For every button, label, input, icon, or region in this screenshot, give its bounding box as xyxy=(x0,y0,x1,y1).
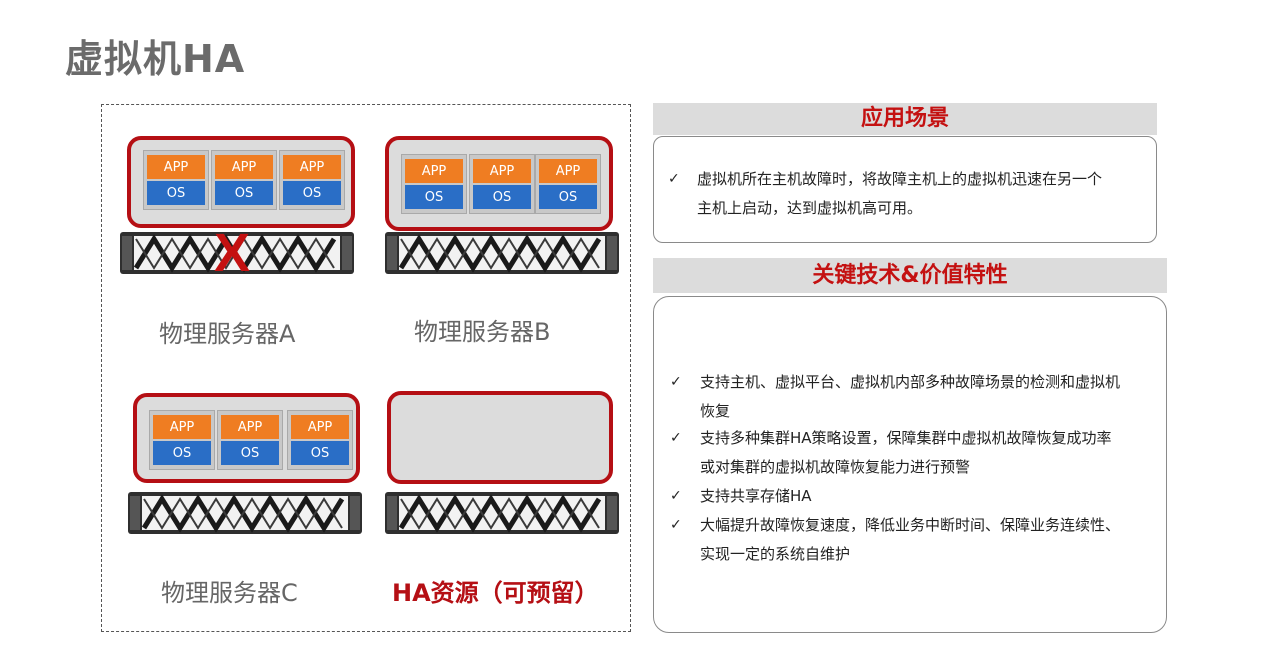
bullet-line: 主机上启动，达到虚拟机高可用。 xyxy=(668,194,1138,223)
os-block: OS xyxy=(291,441,349,465)
rack-ear xyxy=(387,496,397,530)
bullet-line: 实现一定的系统自维护 xyxy=(670,540,1150,569)
os-block: OS xyxy=(147,181,205,205)
feature-bullet: ✓ 支持多种集群HA策略设置，保障集群中虚拟机故障恢复成功率 或对集群的虚拟机故… xyxy=(670,424,1150,482)
app-block: APP xyxy=(539,159,597,183)
vm: APP OS xyxy=(279,150,345,210)
app-block: APP xyxy=(147,155,205,179)
bullet-line: 支持多种集群HA策略设置，保障集群中虚拟机故障恢复成功率 xyxy=(670,424,1150,453)
os-block: OS xyxy=(283,181,341,205)
check-icon: ✓ xyxy=(670,482,682,511)
feature-bullet: ✓ 支持共享存储HA xyxy=(670,482,1150,511)
server-a-label: 物理服务器A xyxy=(159,314,295,349)
app-block: APP xyxy=(473,159,531,183)
bullet-line: 或对集群的虚拟机故障恢复能力进行预警 xyxy=(670,453,1150,482)
rack-ear xyxy=(130,496,140,530)
ha-resource-label: HA资源（可预留） xyxy=(392,573,599,608)
ha-resource-slot xyxy=(387,391,613,484)
rack-ear xyxy=(387,236,397,270)
vm: APP OS xyxy=(535,154,601,214)
feature-bullet: ✓ 支持主机、虚拟平台、虚拟机内部多种故障场景的检测和虚拟机 恢复 xyxy=(670,368,1150,426)
server-c-icon xyxy=(128,490,362,536)
bullet-line: 支持主机、虚拟平台、虚拟机内部多种故障场景的检测和虚拟机 xyxy=(670,368,1150,397)
check-icon: ✓ xyxy=(670,368,682,397)
os-block: OS xyxy=(221,441,279,465)
vm: APP OS xyxy=(401,154,467,214)
vm: APP OS xyxy=(143,150,209,210)
vm: APP OS xyxy=(211,150,277,210)
vm-group-c: APP OS APP OS APP OS xyxy=(133,393,360,483)
server-b-icon xyxy=(385,230,619,276)
rack-ear xyxy=(607,496,617,530)
bullet-line: 恢复 xyxy=(670,397,1150,426)
vm-group-b: APP OS APP OS APP OS xyxy=(385,136,613,231)
check-icon: ✓ xyxy=(668,165,680,194)
os-block: OS xyxy=(215,181,273,205)
scenario-heading: 应用场景 xyxy=(653,103,1157,135)
vm: APP OS xyxy=(469,154,535,214)
rack-ear xyxy=(350,496,360,530)
app-block: APP xyxy=(291,415,349,439)
server-b-label: 物理服务器B xyxy=(414,312,550,347)
scenario-bullet: ✓ 虚拟机所在主机故障时，将故障主机上的虚拟机迅速在另一个 主机上启动，达到虚拟… xyxy=(668,165,1138,223)
features-heading: 关键技术&价值特性 xyxy=(653,258,1167,293)
bullet-line: 支持共享存储HA xyxy=(670,482,1150,511)
check-icon: ✓ xyxy=(670,424,682,453)
app-block: APP xyxy=(153,415,211,439)
check-icon: ✓ xyxy=(670,511,682,540)
vm: APP OS xyxy=(287,410,353,470)
os-block: OS xyxy=(153,441,211,465)
vm: APP OS xyxy=(149,410,215,470)
os-block: OS xyxy=(539,185,597,209)
feature-bullet: ✓ 大幅提升故障恢复速度，降低业务中断时间、保障业务连续性、 实现一定的系统自维… xyxy=(670,511,1150,569)
app-block: APP xyxy=(215,155,273,179)
rack-ear xyxy=(342,236,352,270)
server-ha-icon xyxy=(385,490,619,536)
app-block: APP xyxy=(221,415,279,439)
os-block: OS xyxy=(473,185,531,209)
features-box: ✓ 支持主机、虚拟平台、虚拟机内部多种故障场景的检测和虚拟机 恢复 ✓ 支持多种… xyxy=(653,296,1167,633)
failure-x-icon: X xyxy=(214,222,250,284)
scenario-box: ✓ 虚拟机所在主机故障时，将故障主机上的虚拟机迅速在另一个 主机上启动，达到虚拟… xyxy=(653,136,1157,243)
bullet-line: 虚拟机所在主机故障时，将故障主机上的虚拟机迅速在另一个 xyxy=(668,165,1138,194)
rack-ear xyxy=(607,236,617,270)
bullet-line: 大幅提升故障恢复速度，降低业务中断时间、保障业务连续性、 xyxy=(670,511,1150,540)
app-block: APP xyxy=(405,159,463,183)
app-block: APP xyxy=(283,155,341,179)
server-c-label: 物理服务器C xyxy=(161,573,298,608)
page-title: 虚拟机HA xyxy=(65,28,245,83)
rack-ear xyxy=(122,236,132,270)
vm: APP OS xyxy=(217,410,283,470)
os-block: OS xyxy=(405,185,463,209)
vm-group-a: APP OS APP OS APP OS xyxy=(127,136,355,228)
